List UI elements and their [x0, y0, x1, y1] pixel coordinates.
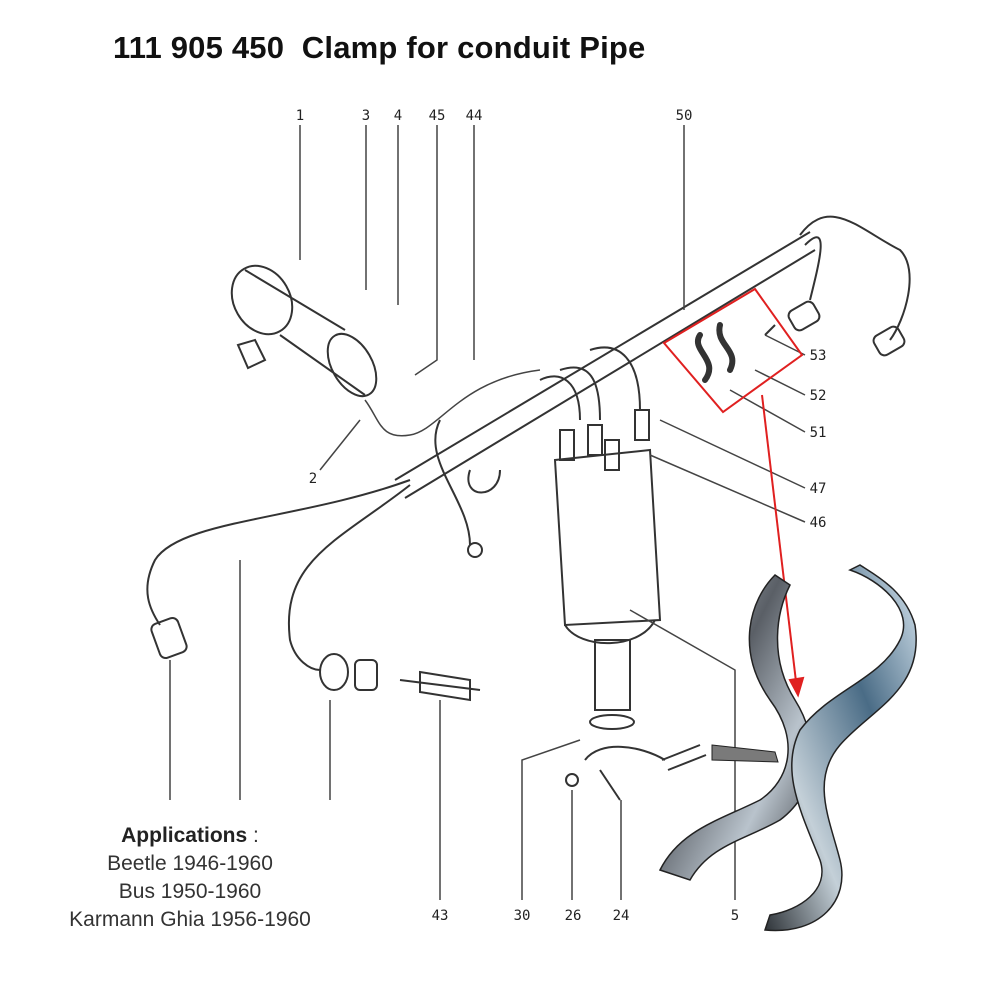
label-part-3: 3: [362, 108, 370, 124]
label-part-1: 1: [296, 108, 304, 124]
application-item: Beetle 1946-1960: [107, 852, 273, 875]
label-part-44: 44: [466, 108, 483, 124]
label-part-52: 52: [810, 388, 827, 404]
page-title: 111 905 450 Clamp for conduit Pipe: [113, 30, 646, 65]
ignition-coil: [230, 264, 541, 437]
applications-colon: :: [253, 824, 259, 847]
application-item: Karmann Ghia 1956-1960: [69, 908, 311, 931]
label-part-5: 5: [731, 908, 739, 924]
conduit-pipe: [394, 215, 911, 499]
distributor: [553, 409, 707, 801]
label-part-4: 4: [394, 108, 402, 124]
wires: [146, 346, 641, 702]
leader-lines: [169, 125, 806, 900]
label-part-26: 26: [565, 908, 582, 924]
label-part-45: 45: [429, 108, 446, 124]
label-part-24: 24: [613, 908, 630, 924]
part-number-labels: 1 3 4 45 44 50 53 52 51 47 46 2 43 30 26…: [296, 108, 827, 924]
application-item: Bus 1950-1960: [118, 880, 262, 903]
applications-block: Applications : Beetle 1946-1960 Bus 1950…: [40, 822, 340, 934]
label-part-2: 2: [309, 471, 317, 487]
label-part-46: 46: [810, 515, 827, 531]
label-part-43: 43: [432, 908, 449, 924]
highlight-box-clamp: [662, 287, 805, 698]
label-part-30: 30: [514, 908, 531, 924]
clamp-photo: [658, 564, 917, 932]
label-part-50: 50: [676, 108, 693, 124]
label-part-47: 47: [810, 481, 827, 497]
applications-heading: Applications: [121, 824, 248, 847]
label-part-53: 53: [810, 348, 827, 364]
label-part-51: 51: [810, 425, 827, 441]
